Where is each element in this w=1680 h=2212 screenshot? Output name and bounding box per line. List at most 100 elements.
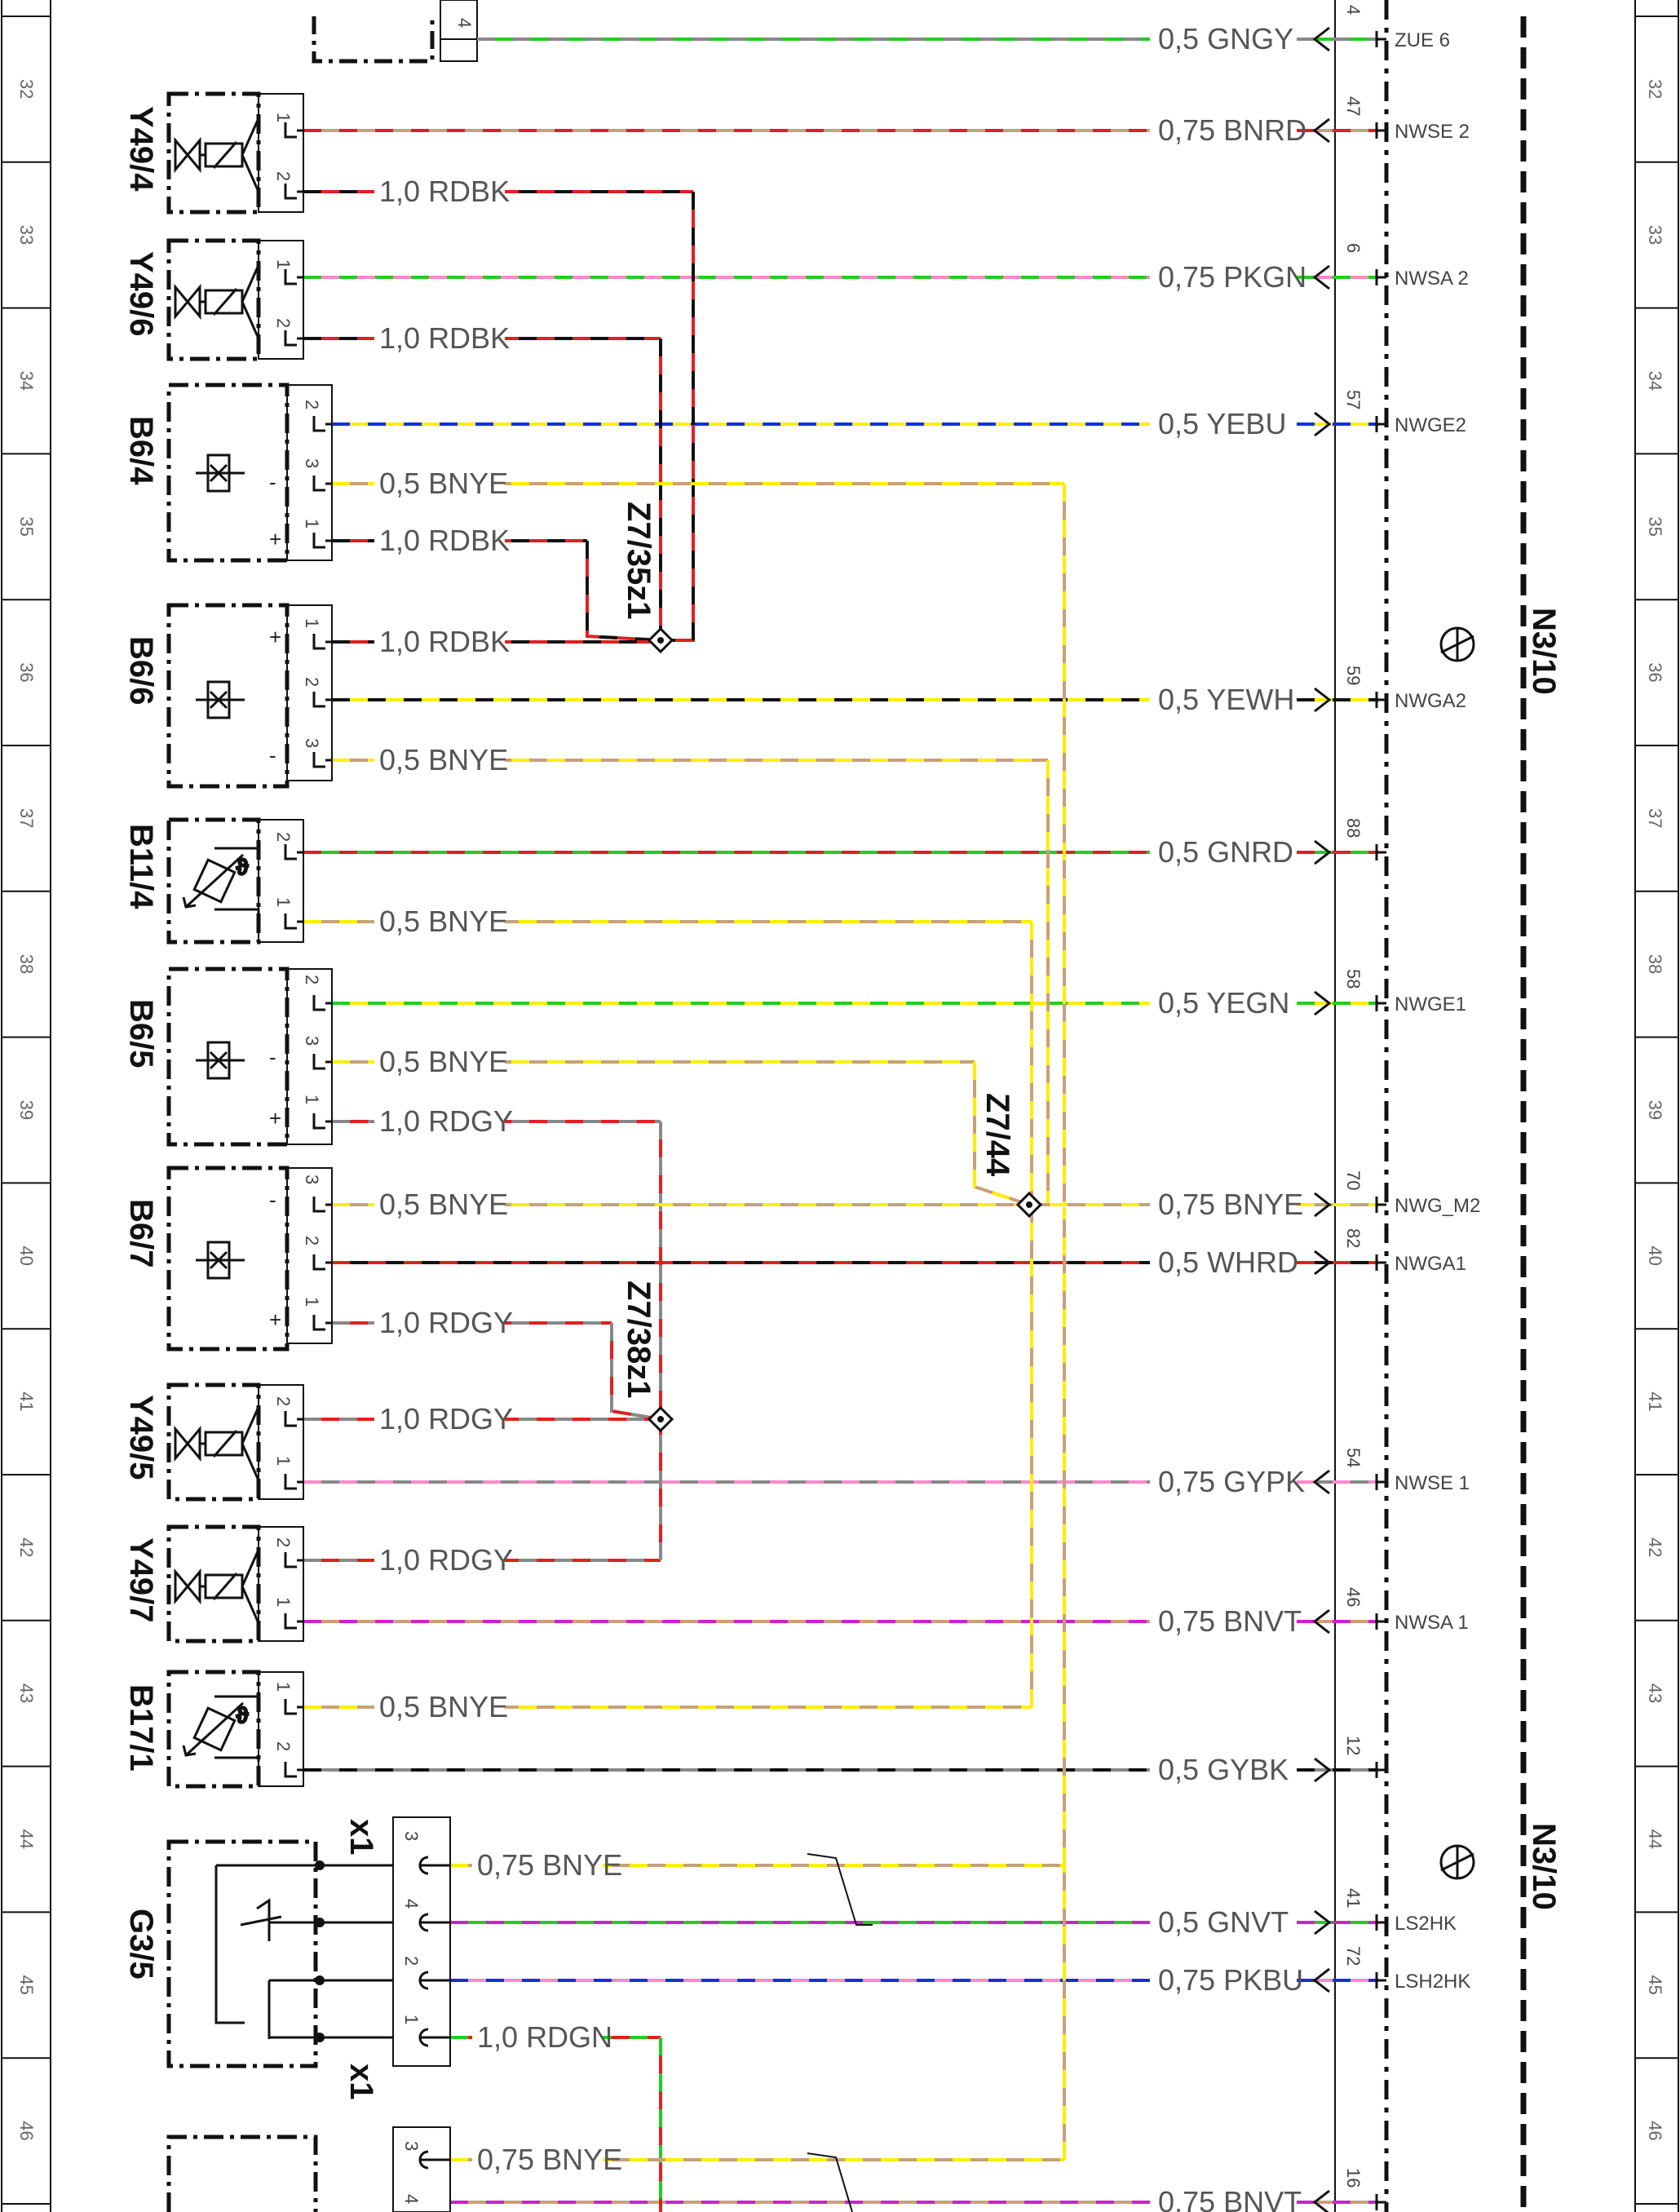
module-pin-number: 88 [1343,818,1364,838]
polarity-mark: + [269,1307,281,1332]
wire-rdgn [450,2036,662,2212]
signal-name: LS2HK [1395,1913,1457,1935]
row-number: 43 [16,1683,37,1703]
wire-label-pkbu: 0,75 PKBU [1158,1963,1303,1997]
wire-label-rdgy: 1,0 RDGY [379,1104,513,1138]
module-pin-icon [1375,1972,1386,1989]
svg-text:G3/5: G3/5 [123,1909,159,1980]
splice-label: Z7/44 [979,1093,1015,1177]
wire-label-bnye: 0,5 BNYE [379,1045,508,1078]
wire-bnye-stripe [332,482,1066,1203]
wire-label-bnye: 0,5 BNYE [379,905,508,938]
wire-label-gybk: 0,5 GYBK [1158,1753,1289,1786]
polarity-mark: - [269,1045,276,1069]
signal-name: LSH2HK [1395,1971,1470,1993]
top-partial-component [312,0,478,64]
svg-text:B6/7: B6/7 [123,1199,159,1268]
row-number: 40 [16,1245,37,1265]
component-labels: Y49/4 Y49/6 B6/4 B6/6 B11/4 B6/5 B6/7 Y4… [123,106,159,1980]
pin-socket-icon [312,1113,332,1130]
module-pin-icon [1375,1254,1386,1271]
row-number: 43 [1645,1683,1665,1703]
label-background [374,1044,505,1077]
pin-socket-icon [284,1699,303,1715]
wire-label-gnrd: 0,5 GNRD [1158,835,1293,869]
component-pin-number: 1 [273,113,294,122]
wire-bnye [450,1865,1066,2161]
valve-icon [174,1425,201,1462]
valve-icon [174,1568,201,1605]
row-number: 35 [1645,516,1665,536]
component-pin-number: 2 [302,1236,322,1245]
wire-rdgy-stripe [303,1419,662,1562]
signal-name: NWSE 1 [1395,1472,1470,1494]
arrow-out-icon [1314,1757,1332,1783]
pin-socket-icon [284,1552,303,1568]
signal-name: NWG_M2 [1395,1195,1480,1217]
row-number: 40 [1645,1245,1665,1265]
component-pin-number: 3 [302,1036,322,1046]
component-pin-number: 2 [273,1537,294,1547]
wire-label-rdbk: 1,0 RDBK [379,524,510,557]
label-background [374,624,505,657]
wire-label-whrd: 0,5 WHRD [1158,1245,1298,1279]
theta-symbol: ϑ [237,855,249,879]
wire-label-gypk: 0,75 GYPK [1158,1465,1305,1498]
svg-text:Y49/6: Y49/6 [123,251,159,337]
signal-name: NWGE2 [1395,414,1466,436]
polarity-mark: - [269,743,276,768]
component-pin-number: 1 [273,897,294,907]
pin-socket-icon [312,1254,332,1271]
label-background [374,466,505,498]
bundle-mark [807,2152,853,2212]
wire-label-bnye: 0,75 BNYE [477,2143,622,2176]
row-number: 44 [16,1829,37,1849]
pin-socket-icon [312,1054,332,1070]
module-label: N3/10 [1526,1823,1562,1910]
wire-bnye [303,1207,1033,1709]
signal-name: NWGE1 [1395,993,1466,1015]
module-pin-number: 59 [1343,666,1364,685]
module-pin-icon [1375,692,1386,708]
row-number: 38 [16,954,37,974]
module-pin-icon [1375,1914,1386,1931]
wire-label-yegn: 0,5 YEGN [1158,986,1289,1020]
row-number: 37 [1645,808,1665,828]
arrow-in-icon [1312,1469,1330,1495]
connector-boxes [258,93,451,2212]
pin-socket-icon [312,416,332,432]
sensor-cross-icon [196,690,245,710]
pin-socket-icon [312,476,332,492]
theta-symbol: ϑ [237,1703,249,1728]
module-pin-number: 72 [1343,1946,1364,1966]
arrow-in-icon [1312,117,1330,144]
signal-name: ZUE 6 [1395,29,1450,51]
wire-label-bnvt: 0,75 BNVT [1158,2185,1302,2212]
row-number: 38 [1645,954,1665,974]
label-background [374,523,505,555]
module-pin-number: 82 [1343,1228,1364,1248]
pin-socket-icon [284,122,303,139]
component-pin-number: 1 [273,259,294,269]
thermistor-icon [182,847,260,914]
label-background [472,2142,603,2174]
temperature-sensor-icon [192,1706,237,1752]
module-pin-number: 58 [1343,969,1364,989]
module-pin-icon [1375,1474,1386,1490]
arrow-out-icon [1314,1909,1332,1936]
component-pin-number: 1 [401,2015,422,2024]
bundle-mark [807,1853,873,1926]
label-background [472,2020,603,2052]
wire-label-bnye: 0,75 BNYE [1158,1188,1303,1221]
module-label: N3/10 [1526,608,1562,695]
component-pin-number: 1 [273,1456,294,1466]
row-number: 41 [1645,1391,1665,1411]
arrow-out-icon [1314,1250,1332,1276]
row-number: 35 [16,516,37,536]
valve-link-icon [200,1406,260,1481]
row-number: 41 [16,1391,37,1411]
component-pin-number: 1 [273,1682,294,1692]
module-pin-icon [1375,122,1386,139]
